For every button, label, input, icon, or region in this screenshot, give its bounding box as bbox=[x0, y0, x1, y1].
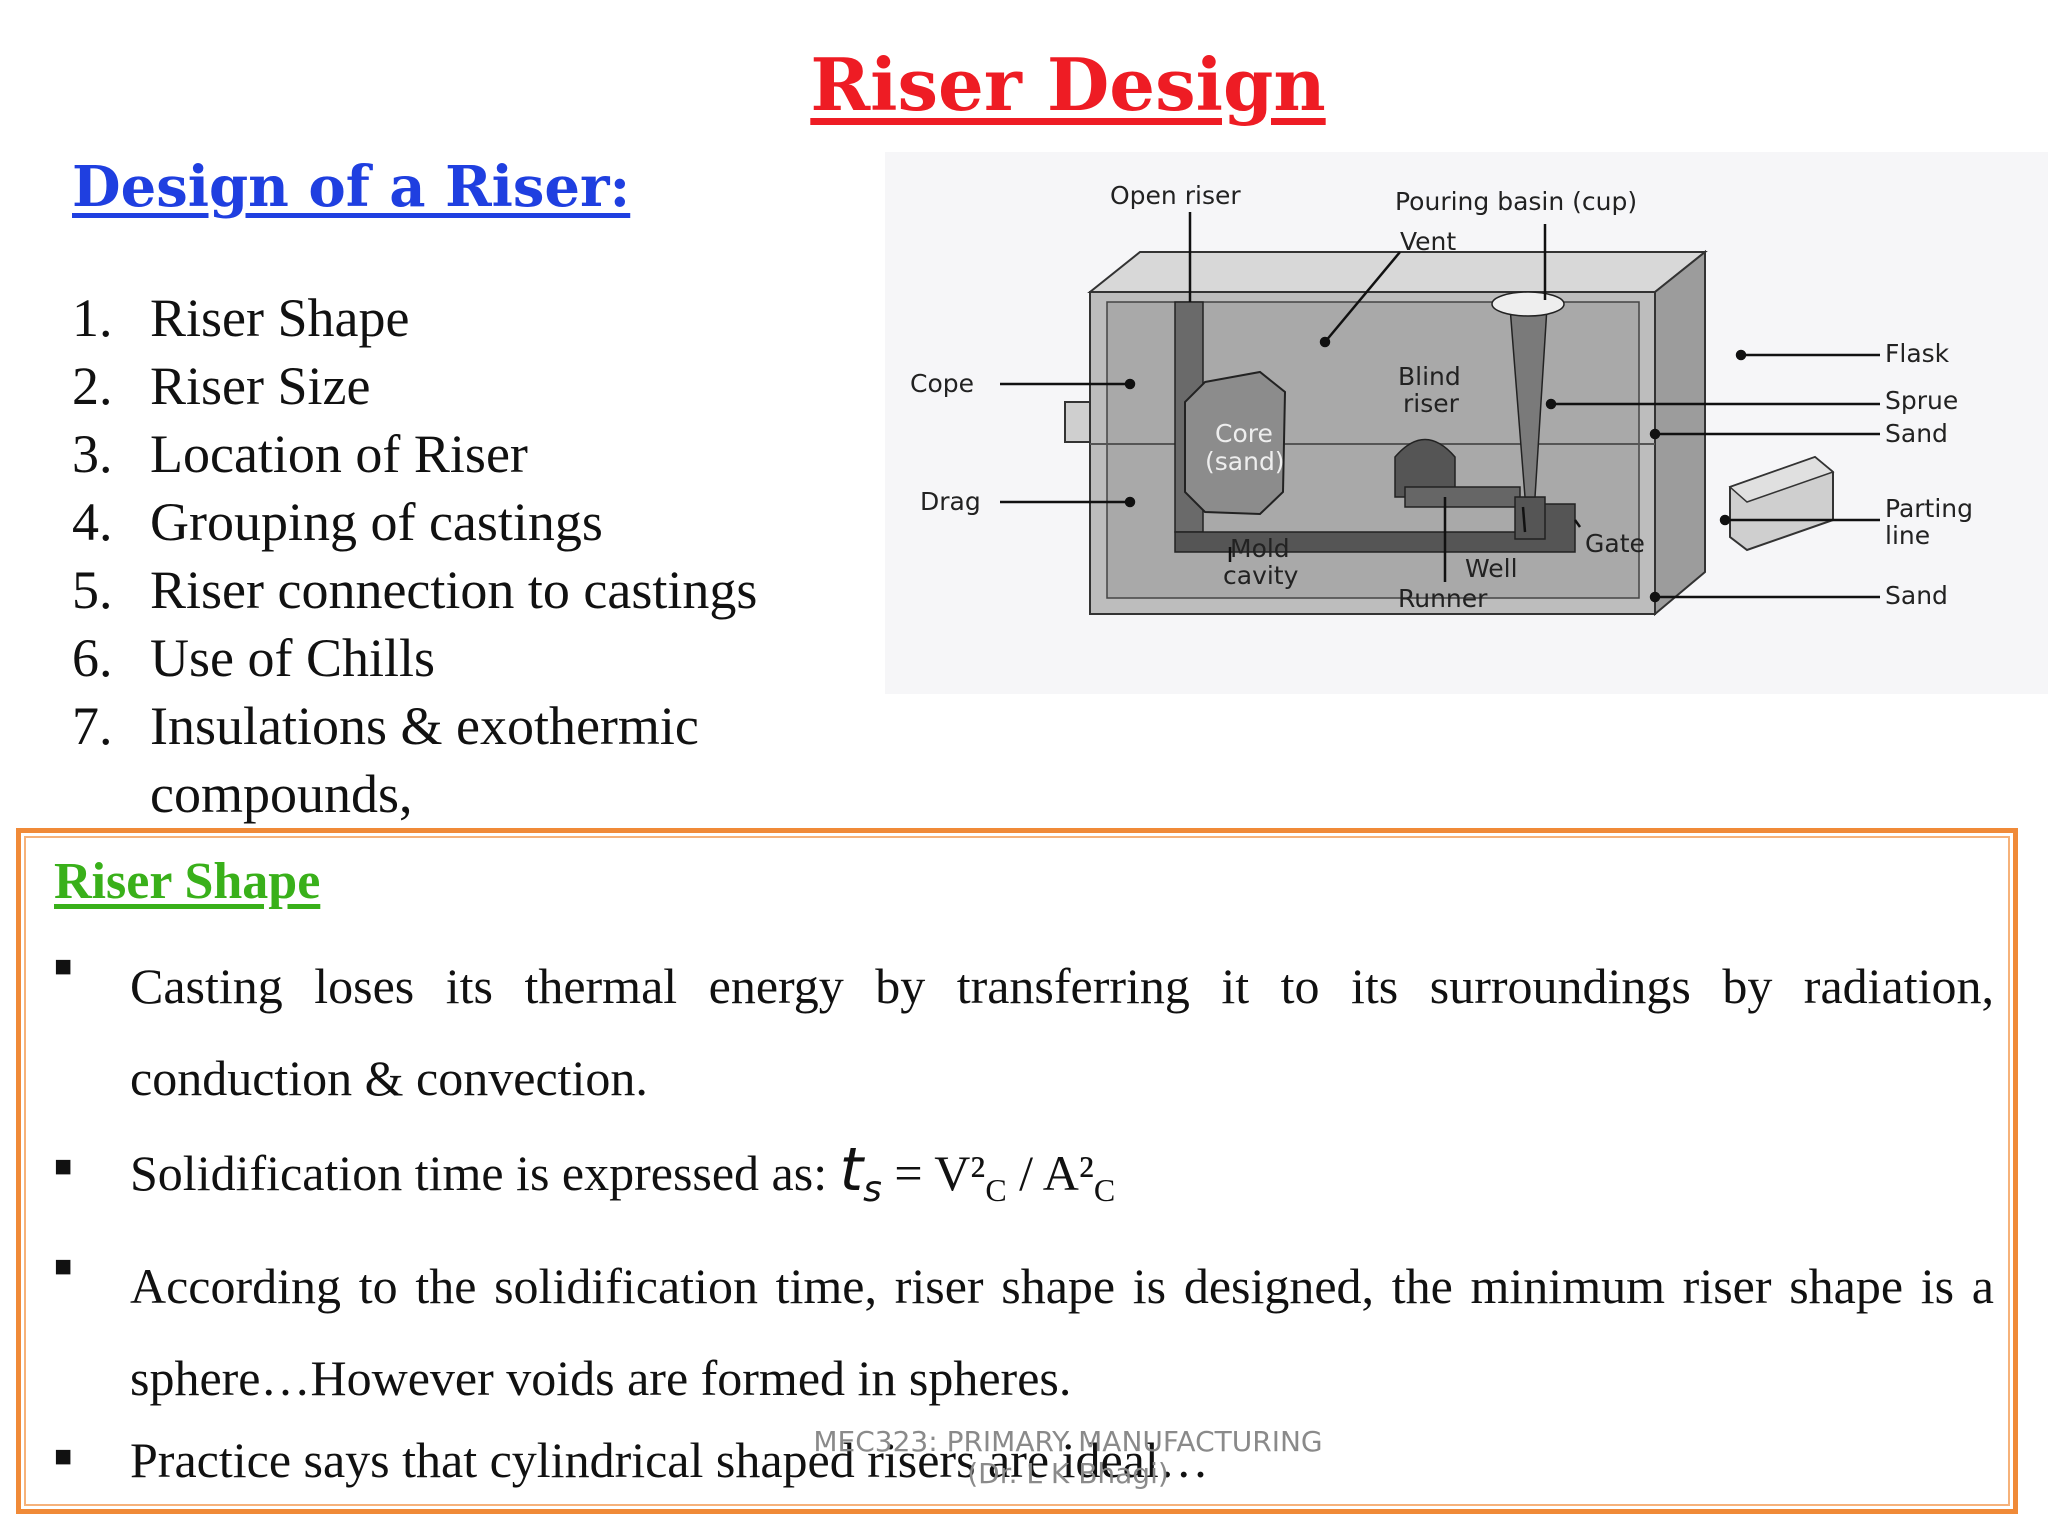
list-item: 2. Riser Size bbox=[72, 352, 872, 420]
bullet-square-icon: ■ bbox=[54, 1150, 73, 1183]
bullet-item: ■ Solidification time is expressed as: t… bbox=[54, 1140, 1994, 1220]
list-text: Insulations & exothermic compounds, bbox=[150, 696, 699, 824]
design-list: 1. Riser Shape 2. Riser Size 3. Location of… bbox=[72, 284, 872, 828]
footer-author: (Dr. L K Bhagi) bbox=[967, 1457, 1169, 1490]
list-text: Location of Riser bbox=[150, 424, 528, 484]
label-blind-riser: riser bbox=[1403, 389, 1460, 418]
list-item: 5. Riser connection to castings bbox=[72, 556, 872, 624]
formula-v-sub: C bbox=[985, 1172, 1007, 1208]
footer-course: MEC323: PRIMARY MANUFACTURING bbox=[813, 1425, 1323, 1458]
list-text: Riser Size bbox=[150, 356, 371, 416]
label-drag: Drag bbox=[920, 487, 981, 516]
bullet-text: Practice says that cylindrical shaped ri… bbox=[130, 1432, 1209, 1488]
label-sand-bottom: Sand bbox=[1885, 581, 1948, 610]
bullet-square-icon: ■ bbox=[54, 1440, 73, 1473]
slide-title: Riser Design bbox=[810, 42, 1326, 127]
mold-illustration: Open riser Pouring basin (cup) Vent Cope… bbox=[910, 181, 1973, 617]
bullet-text: According to the solidification time, ri… bbox=[130, 1258, 1994, 1406]
label-well: Well bbox=[1465, 554, 1518, 583]
riser-shape-heading: Riser Shape bbox=[54, 853, 321, 910]
label-blind: Blind bbox=[1398, 362, 1461, 391]
list-number: 2. bbox=[72, 356, 113, 416]
bullet-square-icon: ■ bbox=[54, 950, 73, 983]
list-number: 1. bbox=[72, 288, 113, 348]
riser-shape-box bbox=[16, 828, 2018, 1514]
label-parting: Parting bbox=[1885, 494, 1973, 523]
label-gate: Gate bbox=[1585, 529, 1645, 558]
label-vent: Vent bbox=[1400, 227, 1456, 256]
list-text: Use of Chills bbox=[150, 628, 436, 688]
slide-footer: MEC323: PRIMARY MANUFACTURING (Dr. L K B… bbox=[0, 1426, 2048, 1490]
label-sprue: Sprue bbox=[1885, 386, 1958, 415]
list-item: 7. Insulations & exothermic compounds, bbox=[72, 692, 872, 828]
list-item: 3. Location of Riser bbox=[72, 420, 872, 488]
label-cope: Cope bbox=[910, 369, 974, 398]
list-number: 6. bbox=[72, 628, 113, 688]
list-number: 3. bbox=[72, 424, 113, 484]
label-core-sand: (sand) bbox=[1205, 447, 1285, 476]
formula-v: = V² bbox=[894, 1145, 986, 1201]
list-number: 7. bbox=[72, 696, 113, 756]
label-sand-top: Sand bbox=[1885, 419, 1948, 448]
list-text: Grouping of castings bbox=[150, 492, 603, 552]
bullet-text-formula: Solidification time is expressed as: ts … bbox=[130, 1140, 1994, 1220]
bullet-text: Casting loses its thermal energy by tran… bbox=[130, 958, 1994, 1106]
bullet-item: ■ Practice says that cylindrical shaped … bbox=[54, 1430, 1994, 1490]
casting-mold-diagram: Open riser Pouring basin (cup) Vent Cope… bbox=[885, 152, 2048, 694]
design-of-riser-heading: Design of a Riser: bbox=[72, 154, 631, 220]
list-item: 1. Riser Shape bbox=[72, 284, 872, 352]
bullet-item: ■ According to the solidification time, … bbox=[54, 1240, 1994, 1424]
label-pouring-basin: Pouring basin (cup) bbox=[1395, 187, 1637, 216]
bullet-square-icon: ■ bbox=[54, 1250, 73, 1283]
label-open-riser: Open riser bbox=[1110, 181, 1241, 210]
label-mold: Mold bbox=[1230, 534, 1290, 563]
formula-prefix: Solidification time is expressed as: bbox=[130, 1145, 828, 1201]
bullet-item: ■ Casting loses its thermal energy by tr… bbox=[54, 940, 1994, 1124]
list-number: 5. bbox=[72, 560, 113, 620]
formula-t-sub: s bbox=[863, 1169, 882, 1210]
list-text: Riser connection to castings bbox=[150, 560, 758, 620]
formula-a: / A² bbox=[1019, 1145, 1094, 1201]
label-parting-line: line bbox=[1885, 521, 1930, 550]
formula-t: t bbox=[839, 1135, 864, 1205]
list-number: 4. bbox=[72, 492, 113, 552]
label-mold-cavity: cavity bbox=[1223, 561, 1299, 590]
list-item: 4. Grouping of castings bbox=[72, 488, 872, 556]
list-text: Riser Shape bbox=[150, 288, 410, 348]
label-flask: Flask bbox=[1885, 339, 1950, 368]
list-item: 6. Use of Chills bbox=[72, 624, 872, 692]
label-runner: Runner bbox=[1398, 584, 1488, 613]
formula-a-sub: C bbox=[1093, 1172, 1116, 1208]
label-core: Core bbox=[1215, 419, 1273, 448]
